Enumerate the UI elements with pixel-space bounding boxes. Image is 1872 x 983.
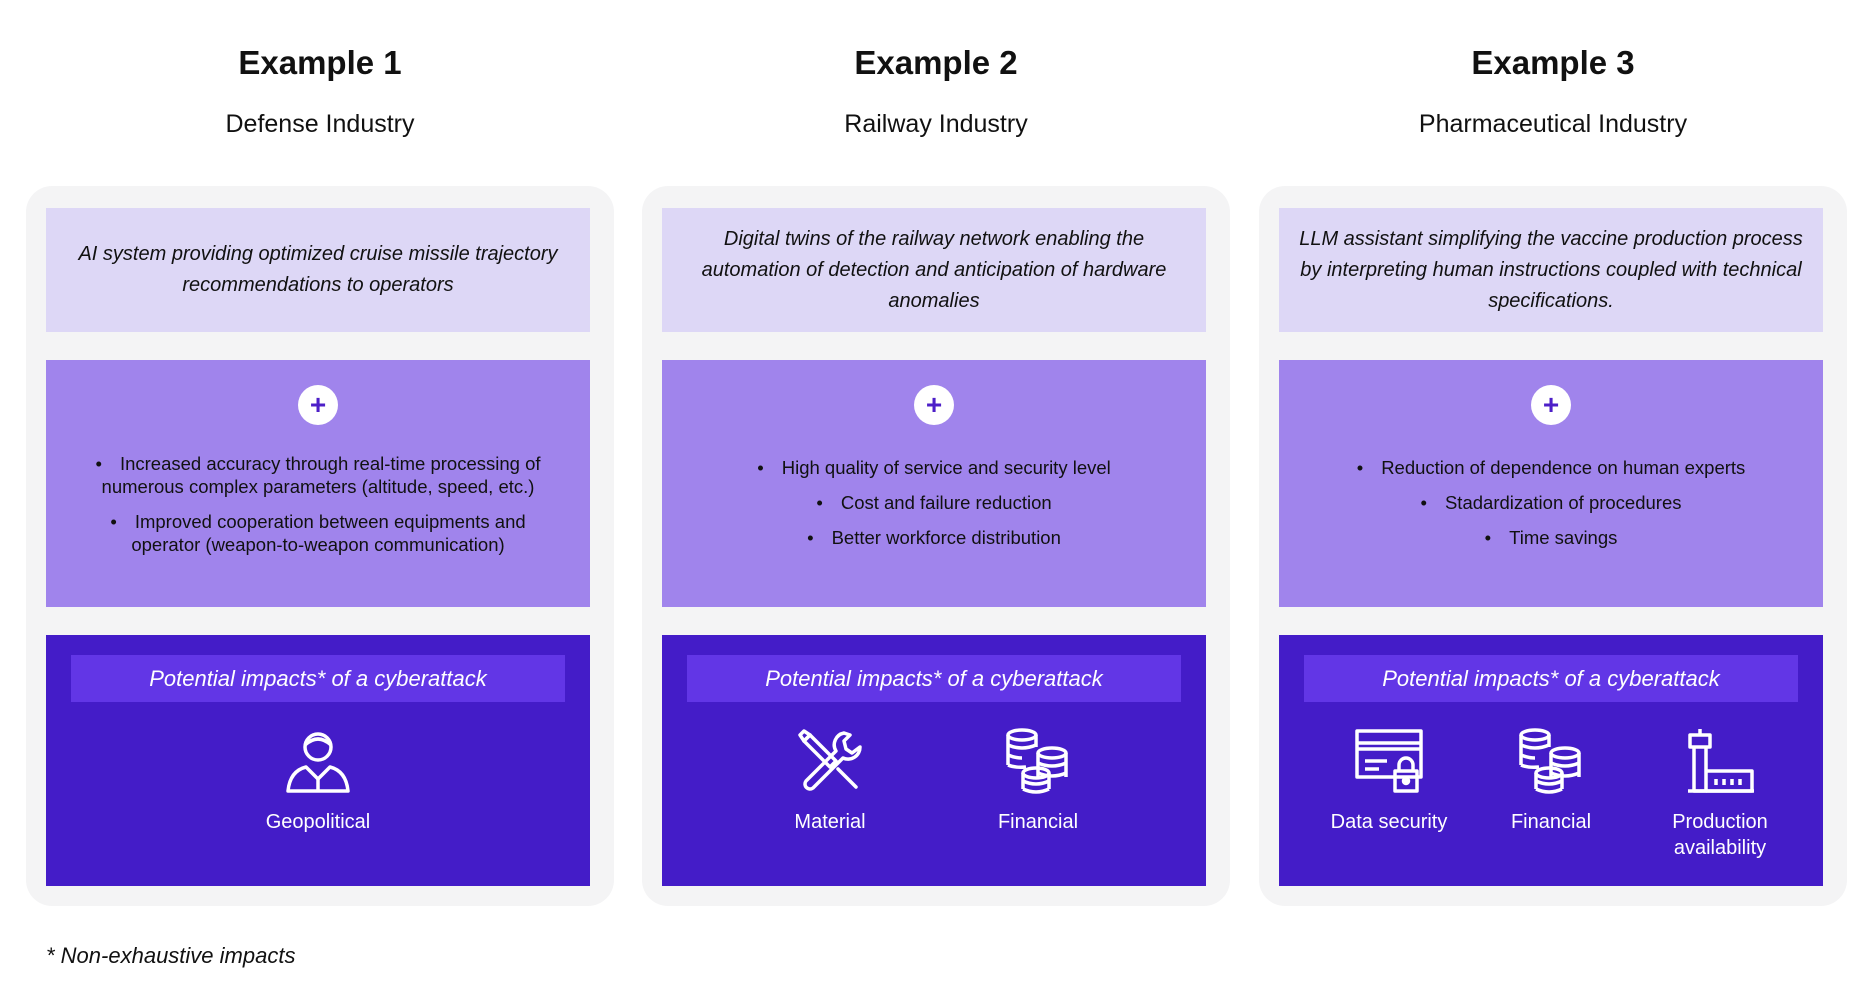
use-case-description: Digital twins of the railway network ena… bbox=[662, 208, 1206, 332]
coins-icon bbox=[1519, 728, 1581, 794]
impacts-panel: Potential impacts* of a cyberattack Data… bbox=[1279, 635, 1823, 886]
example-card: Digital twins of the railway network ena… bbox=[642, 186, 1230, 906]
impact-label: Financial bbox=[1510, 811, 1592, 833]
impact-data-security: Data security bbox=[1304, 727, 1474, 835]
tools-icon bbox=[798, 729, 862, 791]
card-lock-icon bbox=[1355, 729, 1423, 793]
factory-icon bbox=[1688, 729, 1754, 793]
industry-label: Defense Industry bbox=[225, 110, 415, 138]
footnote: * Non-exhaustive impacts bbox=[46, 943, 296, 968]
use-case-description: AI system providing optimized cruise mis… bbox=[46, 208, 590, 332]
impact-material: Material bbox=[745, 727, 915, 835]
benefits-panel: + •Increased accuracy through real-time … bbox=[46, 360, 590, 607]
example-title: Example 3 bbox=[1471, 44, 1635, 81]
example-title: Example 1 bbox=[238, 44, 402, 81]
benefit-item: •Increased accuracy through real-time pr… bbox=[95, 453, 541, 497]
benefits-panel: + •High quality of service and security … bbox=[662, 360, 1206, 607]
impacts-title: Potential impacts* of a cyberattack bbox=[71, 655, 565, 702]
impact-label: Financial bbox=[997, 811, 1079, 833]
benefits-list: •High quality of service and security le… bbox=[662, 456, 1206, 561]
impact-label: Production availability bbox=[1672, 811, 1768, 859]
benefit-item: •Time savings bbox=[1484, 527, 1618, 548]
impacts-title: Potential impacts* of a cyberattack bbox=[687, 655, 1181, 702]
example-card: LLM assistant simplifying the vaccine pr… bbox=[1259, 186, 1847, 906]
benefit-item: •Improved cooperation between equipments… bbox=[110, 511, 526, 555]
benefits-panel: + •Reduction of dependence on human expe… bbox=[1279, 360, 1823, 607]
industry-label: Pharmaceutical Industry bbox=[1418, 110, 1688, 138]
use-case-description: LLM assistant simplifying the vaccine pr… bbox=[1279, 208, 1823, 332]
benefit-item: •Stadardization of procedures bbox=[1420, 492, 1682, 513]
benefit-item: •High quality of service and security le… bbox=[757, 457, 1111, 478]
impacts-panel: Potential impacts* of a cyberattack Geop… bbox=[46, 635, 590, 886]
impact-production-availability: Production availability bbox=[1635, 727, 1805, 861]
impact-label: Material bbox=[794, 811, 866, 833]
benefits-list: •Increased accuracy through real-time pr… bbox=[46, 452, 590, 568]
benefit-item: •Cost and failure reduction bbox=[816, 492, 1052, 513]
plus-icon: + bbox=[1531, 385, 1571, 425]
example-title: Example 2 bbox=[854, 44, 1018, 81]
benefits-list: •Reduction of dependence on human expert… bbox=[1279, 456, 1823, 561]
impact-geopolitical: Geopolitical bbox=[233, 727, 403, 835]
person-icon bbox=[286, 732, 350, 793]
impacts-title: Potential impacts* of a cyberattack bbox=[1304, 655, 1798, 702]
industry-label: Railway Industry bbox=[844, 110, 1028, 138]
coins-icon bbox=[1006, 728, 1068, 794]
impact-financial: Financial bbox=[1466, 727, 1636, 835]
impact-label: Geopolitical bbox=[265, 811, 371, 833]
plus-icon: + bbox=[914, 385, 954, 425]
benefit-item: •Reduction of dependence on human expert… bbox=[1356, 457, 1746, 478]
example-card: AI system providing optimized cruise mis… bbox=[26, 186, 614, 906]
impact-financial: Financial bbox=[953, 727, 1123, 835]
impacts-panel: Potential impacts* of a cyberattack Mate… bbox=[662, 635, 1206, 886]
benefit-item: •Better workforce distribution bbox=[807, 527, 1061, 548]
plus-icon: + bbox=[298, 385, 338, 425]
impact-label: Data security bbox=[1330, 811, 1448, 833]
